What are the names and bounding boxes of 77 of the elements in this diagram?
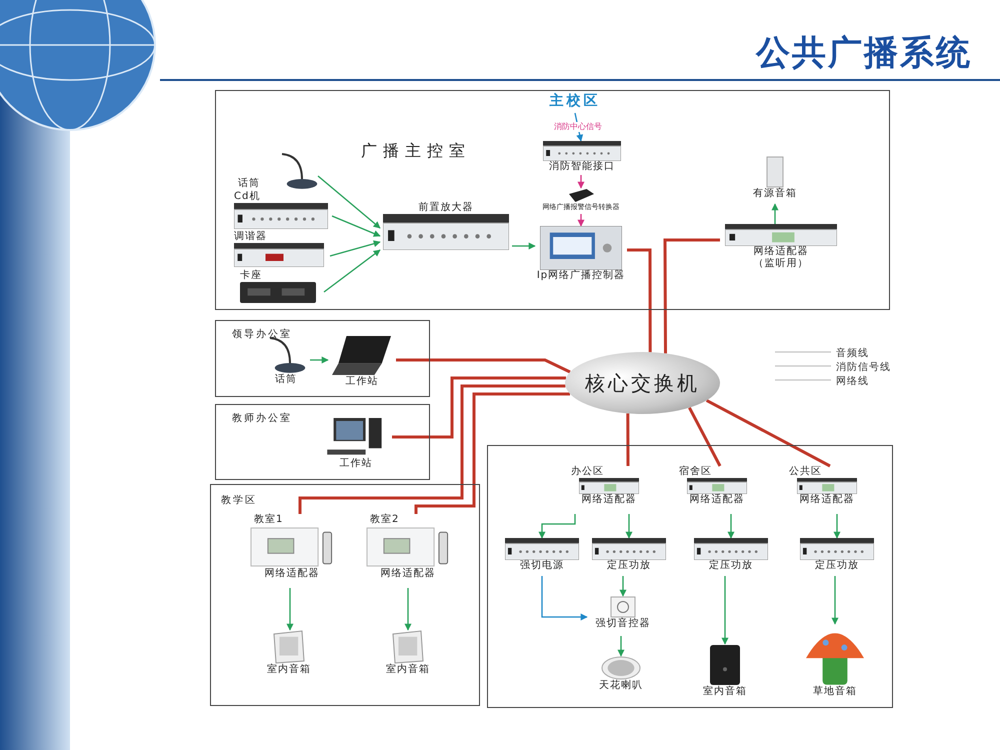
arrow [618,636,624,657]
arrow [286,588,294,631]
connector-line [688,407,722,467]
device-label: 室内音箱 [386,664,430,676]
device-label: 卡座 [240,270,262,282]
arrow [578,214,584,227]
device-label: 室内音箱 [267,664,311,676]
device-label: 有源音箱 [753,188,797,200]
panel-title: 教师办公室 [232,412,292,425]
area-panel [210,484,480,706]
zone-label: 教室1 [254,514,284,526]
panel-title: 领导办公室 [232,328,292,341]
slide-title: 公共广播系统 [756,32,972,75]
device-label: 强切电源 [520,560,564,572]
device-label: 定压功放 [709,560,753,572]
device-label: 主校区 [550,95,600,107]
arrow [578,175,584,189]
device-label: 网络适配器 [582,494,636,506]
arrow [772,203,778,224]
device-label: 草地音箱 [813,686,857,698]
arrow [318,176,381,228]
device-label: 定压功放 [607,560,651,572]
device-label: Ip网络广播控制器 [536,270,626,282]
arrow [404,588,412,631]
arrow [728,514,734,539]
connector-line [414,392,570,514]
device-label: 消防智能接口 [549,161,615,173]
connector-line [396,358,571,374]
device-label: 网络适配器 [380,568,436,580]
area-panel [487,445,893,708]
zone-label: 公共区 [789,466,822,478]
device-label: 强切音控器 [596,618,650,630]
device-label: 前置放大器 [418,202,474,214]
arrow [330,240,381,257]
zone-label: 办公区 [571,466,604,478]
arrow [834,514,840,539]
device-label: 工作站 [340,458,372,470]
connector-line [392,376,566,438]
arrow [332,215,381,237]
arrow [620,576,626,597]
connector-line [298,384,566,514]
connector-line [626,413,630,466]
device-label: 话筒 [275,374,297,386]
device-label: 网络适配器 [264,568,320,580]
arrow [324,249,381,293]
zone-label: 教室2 [370,514,400,526]
arrow [832,576,838,625]
device-label: 定压功放 [815,560,859,572]
arrow [512,242,536,250]
arrow [626,514,632,539]
device-label: 网络适配器（监听用） [752,246,810,270]
area-panel [215,320,430,397]
edge-label: 消防中心信号 [552,122,604,132]
device-label: Cd机 [234,191,260,203]
legend-label: 网络线 [836,374,869,388]
arrow [722,576,728,645]
panel-title: 广播主控室 [361,141,471,162]
panel-title: 教学区 [221,494,257,507]
arrow [310,356,329,364]
device-label: 网络适配器 [800,494,854,506]
switch-label: 核心交换机 [585,370,700,396]
area-panel [215,404,430,480]
legend-label: 音频线 [836,346,869,360]
area-panel [215,90,890,310]
arrow [541,576,588,620]
device-label: 话筒 [238,178,260,190]
device-label: 网络适配器 [690,494,744,506]
device-label: 室内音箱 [703,686,747,698]
legend-label: 消防信号线 [836,360,891,374]
device-label: 天花喇叭 [599,680,643,692]
device-label: 工作站 [346,376,378,388]
zone-label: 宿舍区 [679,466,712,478]
arrow [538,514,576,539]
connector-line [627,248,652,352]
connector-line [664,238,720,354]
connector-line [706,399,831,468]
device-label: 调谐器 [234,231,267,243]
